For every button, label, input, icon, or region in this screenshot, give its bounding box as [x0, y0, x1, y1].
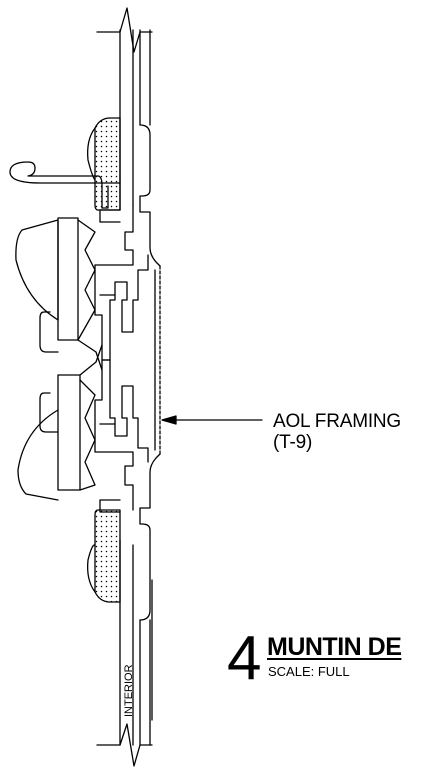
lower-sealant-block: [87, 509, 121, 603]
callout-leader: [161, 415, 263, 425]
detail-title: MUNTIN DE: [267, 633, 402, 661]
callout-label-reference: (T-9): [273, 432, 313, 453]
exterior-hook: [9, 161, 121, 209]
interior-label: INTERIOR: [123, 664, 135, 717]
bottom-break-line: [96, 723, 153, 767]
upper-sealant-block: [87, 117, 121, 211]
upper-glass-lites: [119, 29, 151, 211]
callout-label-aol-framing: AOL FRAMING: [273, 411, 401, 432]
detail-scale: SCALE: FULL: [268, 664, 350, 679]
detail-number: 4: [227, 624, 262, 693]
lower-glazing-bumper: [17, 374, 96, 501]
top-break-line: [96, 7, 153, 53]
aol-framing-bar: [154, 265, 161, 455]
spacer-frame-left: [99, 209, 121, 513]
muntin-profile-upper: [77, 124, 161, 371]
upper-glazing-bumper: [15, 217, 96, 353]
muntin-profile-lower: [79, 344, 161, 621]
